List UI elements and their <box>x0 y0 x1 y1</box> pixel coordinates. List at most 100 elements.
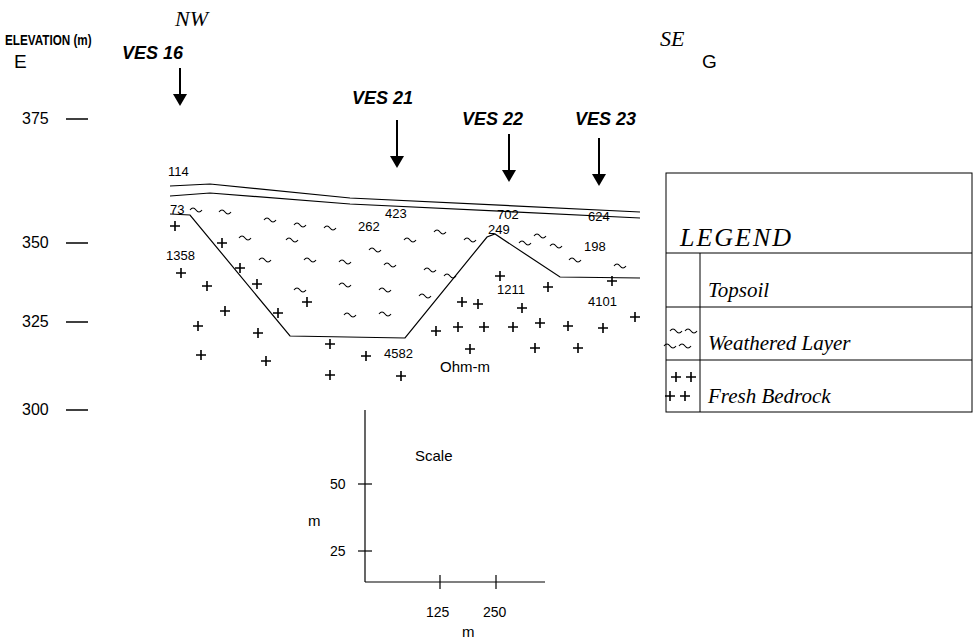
scale-value: 25 <box>330 544 346 558</box>
resistivity-value: 4101 <box>588 295 617 308</box>
direction-label: SE <box>660 28 684 50</box>
axis-title: ELEVATION (m) <box>5 32 92 47</box>
legend-table <box>666 173 972 412</box>
cross-symbol <box>176 268 186 278</box>
cross-symbol <box>543 282 553 292</box>
cross-symbol <box>563 321 573 331</box>
cross-symbol <box>680 391 690 401</box>
tilde-symbol <box>419 294 431 298</box>
cross-symbol <box>361 351 371 361</box>
resistivity-value: 73 <box>170 203 184 216</box>
scale-bar <box>358 410 545 589</box>
tilde-symbol <box>369 248 381 252</box>
cross-symbol <box>196 350 206 360</box>
cross-symbol <box>431 326 441 336</box>
tilde-symbol <box>239 236 251 240</box>
cross-symbol <box>473 299 483 309</box>
cross-symbol <box>252 279 262 289</box>
tilde-symbol <box>264 218 276 222</box>
resistivity-value: 1358 <box>166 249 195 262</box>
scale-title: Scale <box>415 448 453 463</box>
elevation-value: 325 <box>22 314 49 330</box>
tilde-symbol <box>190 208 202 212</box>
tilde-symbol <box>534 234 546 238</box>
tilde-symbol <box>384 263 396 267</box>
tilde-symbol <box>379 288 391 292</box>
tilde-symbol <box>286 238 298 242</box>
cross-symbol <box>573 343 583 353</box>
cross-symbol <box>396 371 406 381</box>
sounding-label: VES 16 <box>122 44 183 62</box>
cross-symbol <box>253 328 263 338</box>
resistivity-value: 624 <box>588 210 610 223</box>
cross-symbol <box>193 321 203 331</box>
cross-symbol <box>457 297 467 307</box>
tilde-symbol <box>379 312 391 316</box>
cross-symbol <box>453 322 463 332</box>
tilde-symbol <box>324 226 336 230</box>
legend-entry: Topsoil <box>708 280 769 301</box>
tilde-symbol <box>464 238 476 242</box>
tilde-symbol <box>294 288 306 292</box>
cross-symbol <box>217 238 227 248</box>
cross-symbol <box>235 263 245 273</box>
cross-symbol <box>535 318 545 328</box>
weathered-tildes <box>190 208 697 348</box>
resistivity-value: 249 <box>488 223 510 236</box>
tilde-symbol <box>670 329 682 333</box>
tilde-symbol <box>404 238 416 242</box>
tilde-symbol <box>679 344 691 348</box>
sounding-label: VES 21 <box>352 89 413 107</box>
cross-symbol <box>508 322 518 332</box>
sounding-label: VES 23 <box>575 110 636 128</box>
tilde-symbol <box>259 258 271 262</box>
scale-value: 50 <box>330 477 346 491</box>
bedrock-crosses <box>170 221 696 401</box>
tilde-symbol <box>344 313 356 317</box>
cross-symbol <box>325 339 335 349</box>
scale-value: 125 <box>426 605 449 619</box>
tilde-symbol <box>569 258 581 262</box>
tilde-symbol <box>434 230 446 234</box>
cross-symbol <box>517 303 527 313</box>
layer-boundaries <box>170 184 640 338</box>
ves-arrows <box>173 68 606 186</box>
tilde-symbol <box>685 329 697 333</box>
profile-end-label: G <box>702 52 717 71</box>
tilde-symbol <box>339 260 351 264</box>
scale-value: 250 <box>483 605 506 619</box>
cross-symbol <box>202 281 212 291</box>
unit-label: m <box>308 513 321 528</box>
cross-symbol <box>325 370 335 380</box>
unit-label: m <box>462 624 475 639</box>
cross-symbol <box>686 372 696 382</box>
tilde-symbol <box>294 223 306 227</box>
cross-symbol <box>598 323 608 333</box>
cross-symbol <box>495 271 505 281</box>
tilde-symbol <box>614 264 626 268</box>
cross-symbol <box>302 297 312 307</box>
resistivity-value: 702 <box>497 208 519 221</box>
resistivity-value: 1211 <box>497 283 525 296</box>
legend-entry: Fresh Bedrock <box>708 386 831 407</box>
legend-entry: Weathered Layer <box>708 333 851 354</box>
cross-symbol <box>530 343 540 353</box>
cross-symbol <box>261 356 271 366</box>
cross-symbol <box>170 221 180 231</box>
tilde-symbol <box>550 244 562 248</box>
resistivity-value: 198 <box>584 240 606 253</box>
direction-label: NW <box>175 8 208 30</box>
tilde-symbol <box>519 241 531 245</box>
cross-symbol <box>479 322 489 332</box>
resistivity-value: 423 <box>385 207 407 220</box>
resistivity-value: 114 <box>168 165 189 178</box>
tilde-symbol <box>339 283 351 287</box>
cross-symbol <box>220 306 230 316</box>
profile-end-label: E <box>14 52 27 71</box>
unit-label: Ohm-m <box>440 359 490 374</box>
elevation-ticks <box>66 119 88 410</box>
tilde-symbol <box>304 258 316 262</box>
sounding-label: VES 22 <box>462 110 523 128</box>
